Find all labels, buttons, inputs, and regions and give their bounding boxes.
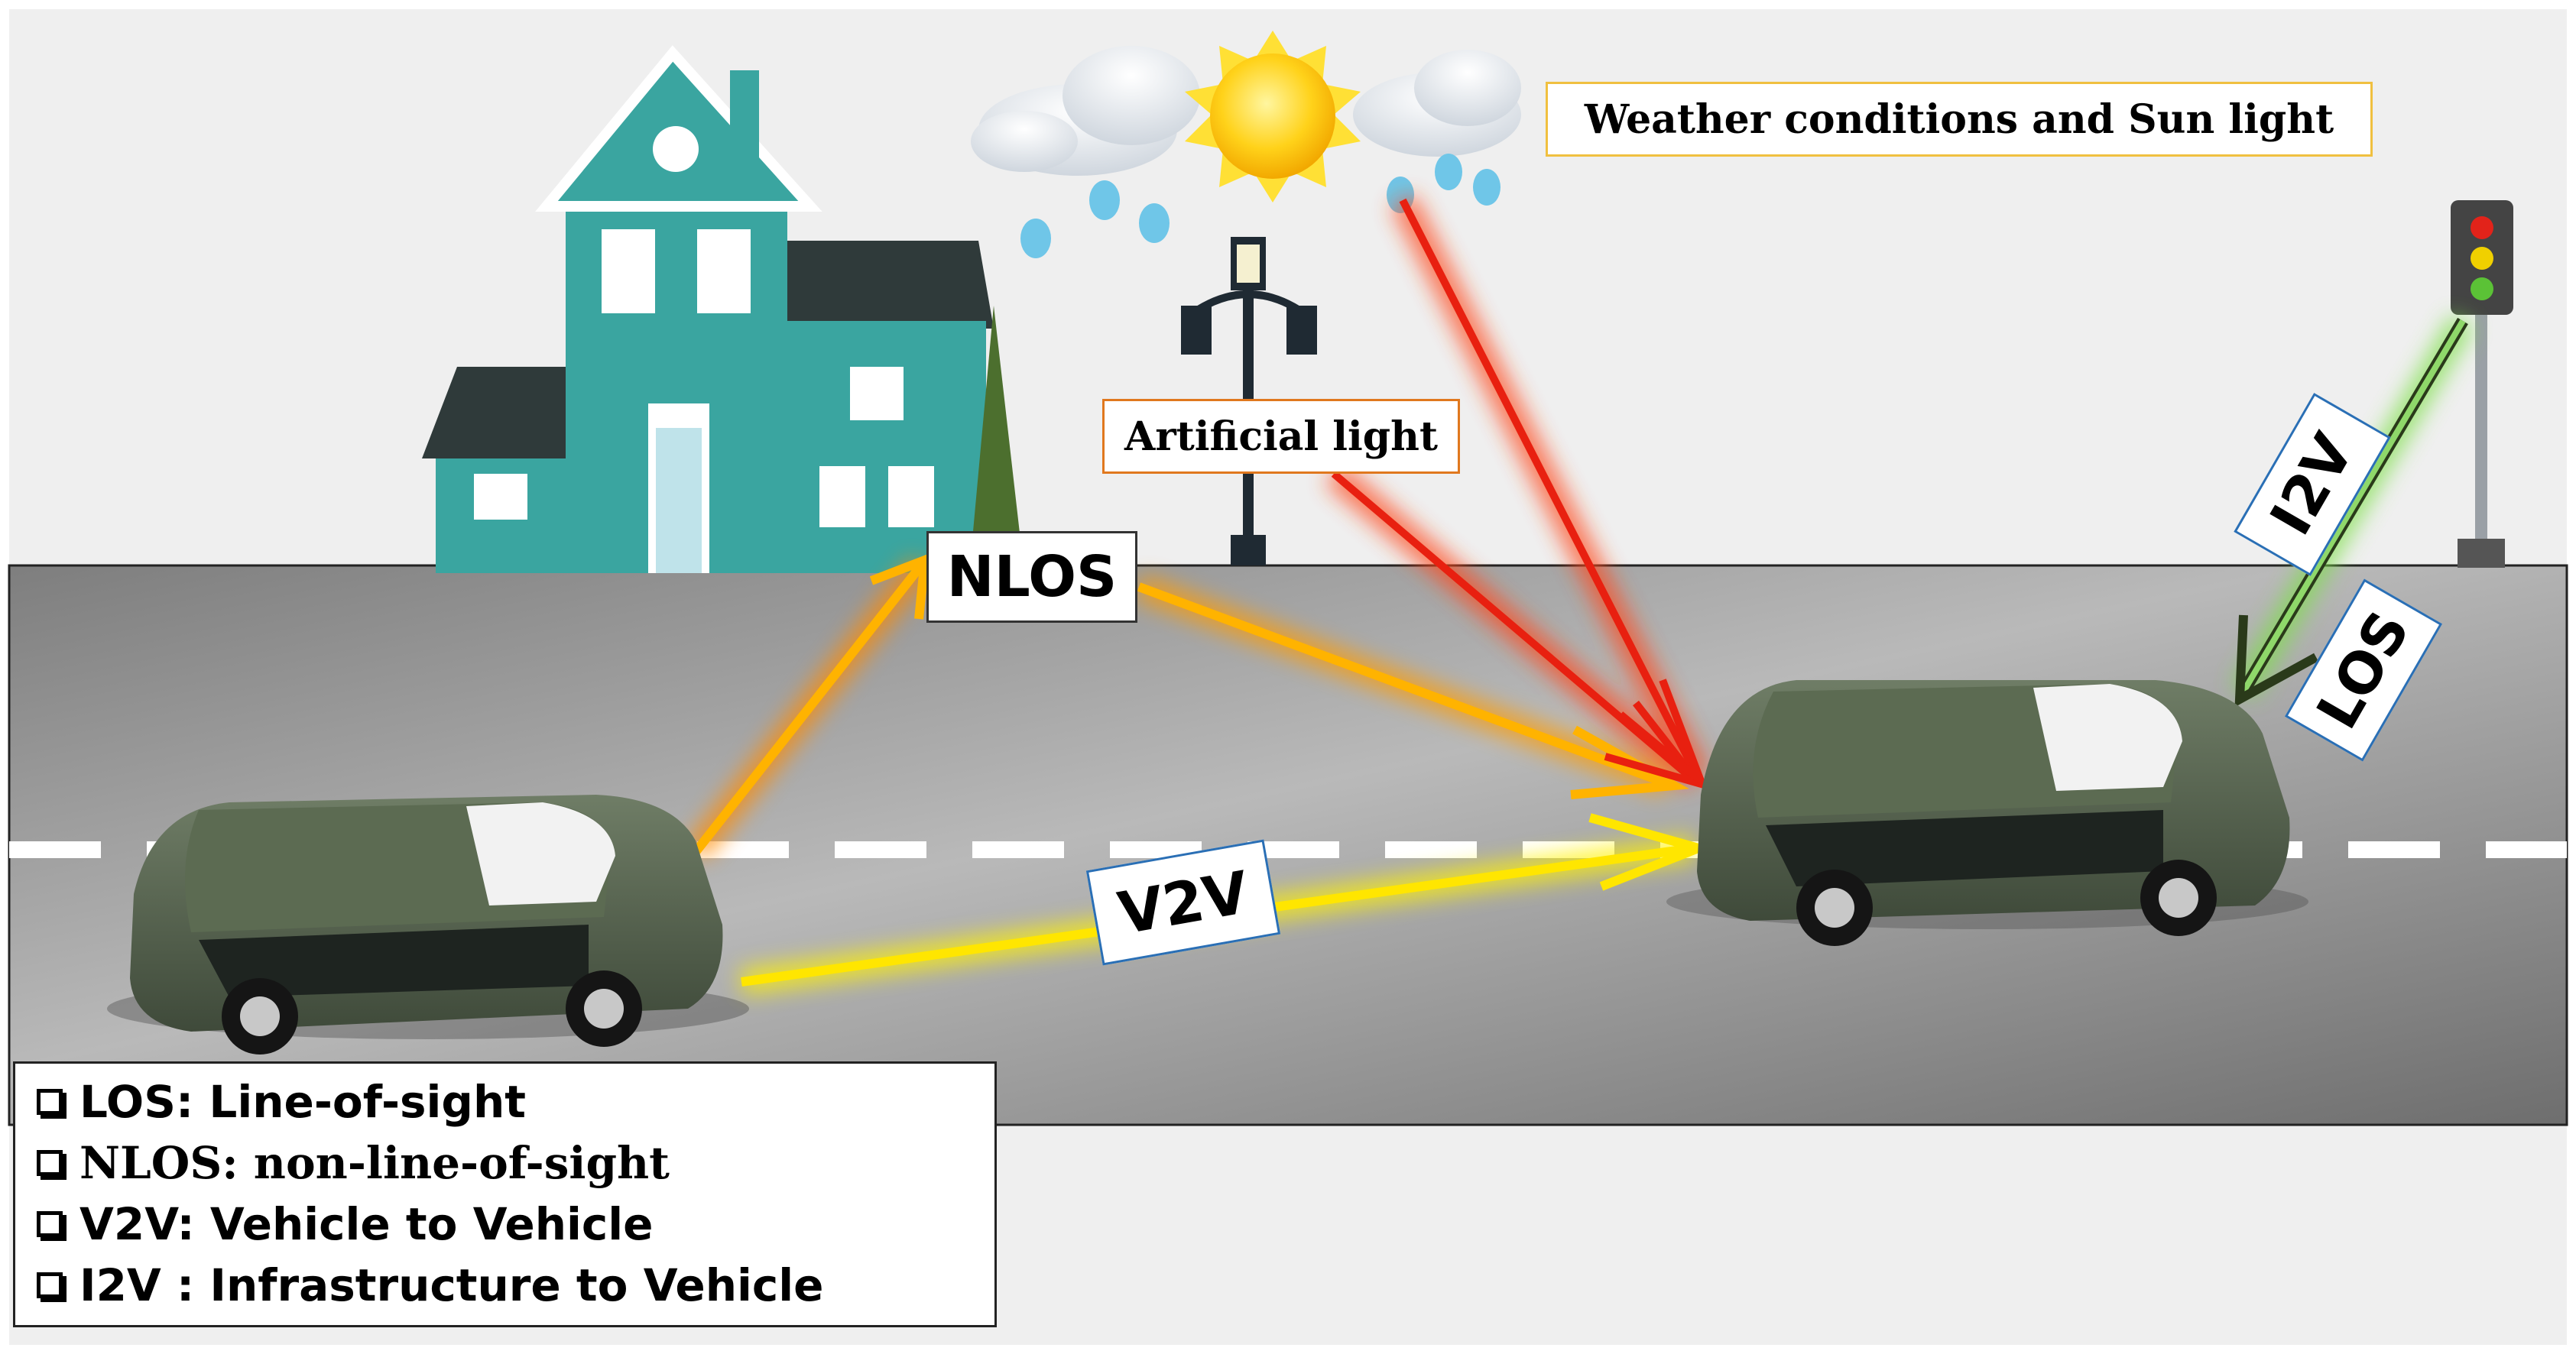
house-image [422, 45, 1024, 573]
weather-image [971, 31, 1521, 258]
sun-image [1185, 31, 1361, 202]
vehicle-left-image [107, 795, 749, 1055]
legend-item-label: LOS: Line-of-sight [79, 1076, 526, 1128]
legend-item-i2v: I2V : Infrastructure to Vehicle [37, 1255, 994, 1316]
traffic-light-image [2451, 200, 2513, 568]
legend-item-v2v: V2V: Vehicle to Vehicle [37, 1194, 994, 1255]
checkbox-bullet-icon [37, 1089, 63, 1115]
checkbox-bullet-icon [37, 1150, 63, 1176]
legend-item-nlos: NLOS: non-line-of-sight [37, 1132, 994, 1194]
artificial-light-label: Artificial light [1102, 399, 1460, 474]
checkbox-bullet-icon [37, 1272, 63, 1298]
legend-item-label: NLOS: non-line-of-sight [79, 1137, 670, 1189]
legend-item-los: LOS: Line-of-sight [37, 1071, 994, 1132]
sunlight-arrow [1399, 198, 1710, 793]
legend: LOS: Line-of-sight NLOS: non-line-of-sig… [13, 1061, 997, 1327]
weather-sunlight-label: Weather conditions and Sun light [1546, 82, 2373, 157]
nlos-label: NLOS [926, 531, 1137, 623]
legend-item-label: V2V: Vehicle to Vehicle [79, 1198, 654, 1250]
legend-item-label: I2V : Infrastructure to Vehicle [79, 1259, 824, 1311]
vehicle-right-image [1666, 680, 2308, 946]
nlos-arrow-out [1137, 582, 1689, 799]
i2v-los-arrow [2234, 317, 2468, 708]
nlos-arrow-in [692, 552, 930, 855]
checkbox-bullet-icon [37, 1211, 63, 1237]
